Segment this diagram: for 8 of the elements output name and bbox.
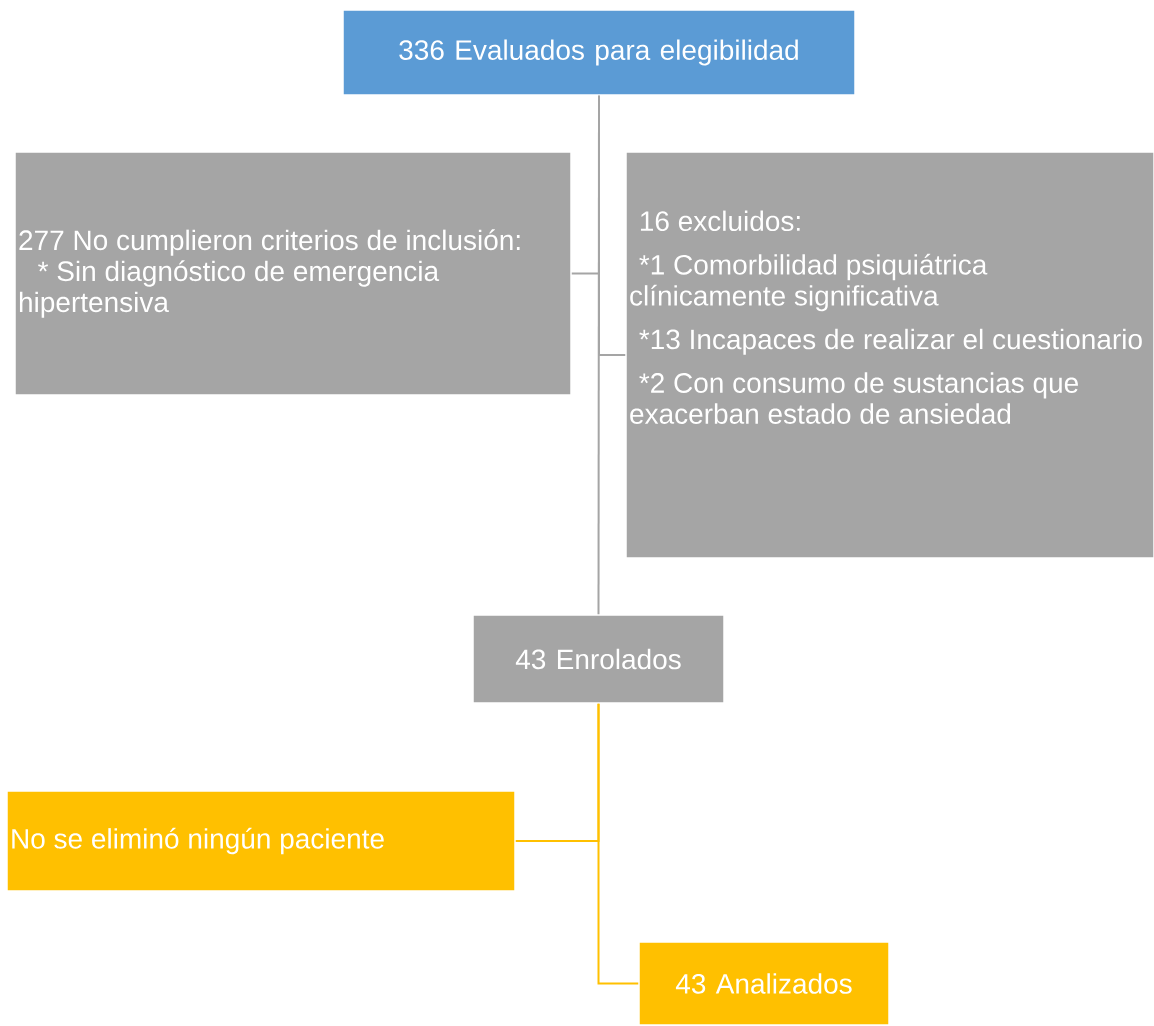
box: No se eliminó ningún paciente [6, 790, 516, 892]
process-box: 43 Enrolados [472, 614, 725, 704]
process-box: 43 Analizados [638, 941, 890, 1026]
connector-line [597, 94, 600, 616]
box: 277 No cumplieron criterios de inclusión: * Sin diagnóstico de emergencia hipertensiva [14, 151, 572, 396]
process-box: 336 Evaluados para elegibilidad [342, 9, 856, 96]
connector-line [597, 702, 640, 985]
box: 16 excluidos: *1 Comorbilidad psiquiátrica clínicamente significativa *13 Incapaces de realizar el cuestionario *2 Con consumo de sustancias que exacerban estado de ansiedad [625, 151, 1154, 559]
